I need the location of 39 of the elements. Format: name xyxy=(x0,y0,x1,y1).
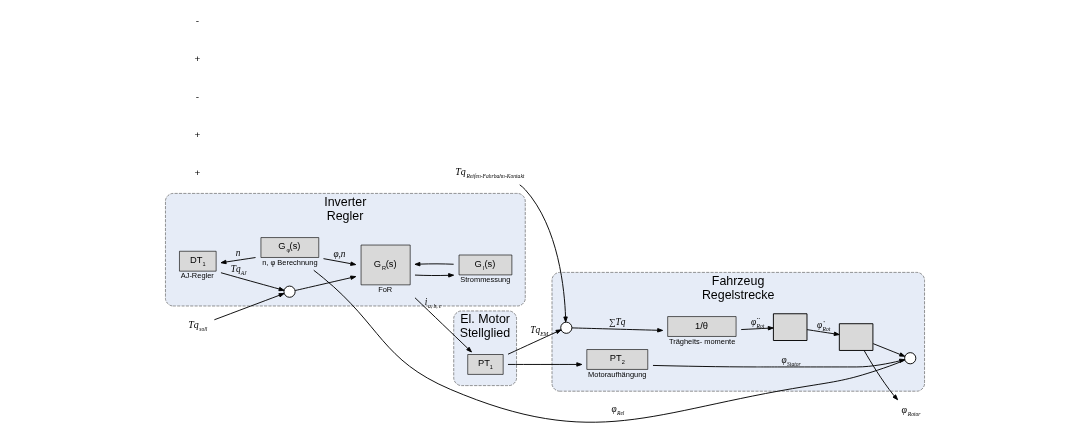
label: + xyxy=(194,128,200,140)
arrow xyxy=(414,273,454,278)
arrow xyxy=(294,275,356,291)
edge-label: φ,n xyxy=(332,249,346,260)
node-box xyxy=(838,323,873,351)
edge-label: i$_{a, b, c}$ xyxy=(424,297,442,310)
edge-label: φ̈$_{Rot}$ xyxy=(750,317,764,330)
edge-label: φ̇$_{Rot}$ xyxy=(816,319,830,332)
arrow xyxy=(507,329,562,355)
arrow xyxy=(806,329,840,336)
node-circle xyxy=(903,352,916,365)
arrow xyxy=(213,293,285,321)
edge-label: ∑Tq xyxy=(608,316,625,327)
edge-label: n xyxy=(235,247,240,258)
node-text: Tq$_{soll}$ xyxy=(187,318,207,332)
node-circle xyxy=(282,285,296,298)
edge-label: Tq$_{EM}$ xyxy=(529,325,548,338)
arrow xyxy=(863,350,898,401)
edge-label: Tq$_{AJ}$ xyxy=(230,263,247,276)
node-text: Tq$_{Reifen-Fahrbahn-Kontakt}$ xyxy=(454,166,524,180)
label: + xyxy=(194,166,200,178)
label: - xyxy=(195,91,199,103)
arrow xyxy=(414,297,472,353)
arrow xyxy=(220,257,256,265)
arrow xyxy=(740,326,774,331)
node-circle xyxy=(559,321,572,334)
arrow xyxy=(507,362,582,367)
edge-label: φ$_{Stator}$ xyxy=(780,355,801,368)
label: - xyxy=(195,15,199,27)
arrow xyxy=(414,261,454,267)
label: + xyxy=(194,53,200,65)
node-box xyxy=(772,313,807,341)
node-text: φ$_{Rotor}$ xyxy=(901,403,920,417)
arrow xyxy=(872,343,905,357)
edge-label: φ$_{Rel}$ xyxy=(610,404,624,417)
arrow xyxy=(518,184,568,323)
arrow xyxy=(571,327,663,333)
arrow xyxy=(220,272,285,292)
arrow xyxy=(322,258,356,266)
